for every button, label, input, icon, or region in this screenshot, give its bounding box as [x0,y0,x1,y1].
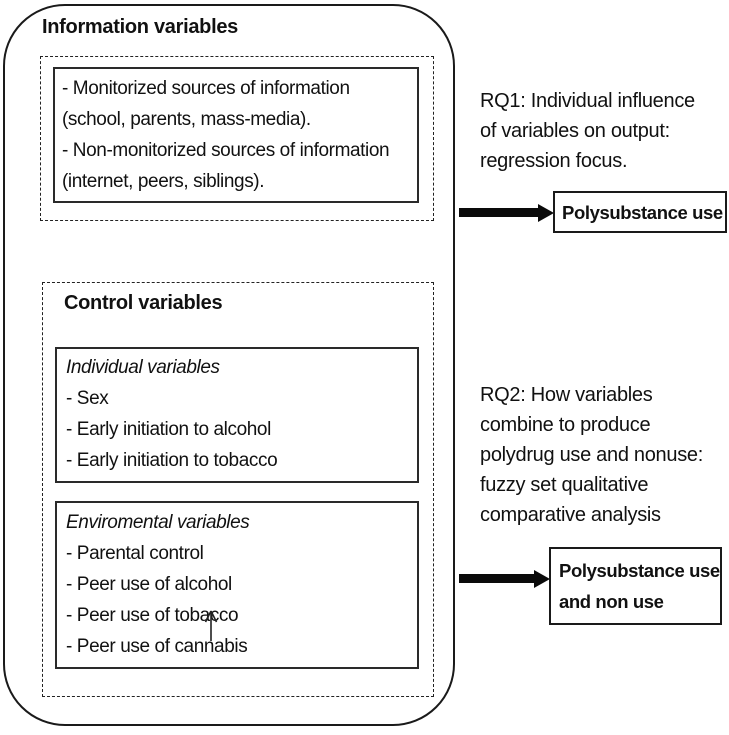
individual-item: - Sex [66,388,109,409]
control-variables-dashed-box [42,282,434,697]
rq2-line: comparative analysis [480,504,661,526]
individual-item: - Early initiation to alcohol [66,419,271,440]
rq1-line: regression focus. [480,150,628,172]
stray-up-arrow-icon [204,610,218,641]
rq1-arrow-head [538,203,554,222]
rq1-line: RQ1: Individual influence [480,90,695,112]
environmental-variables-box [55,501,419,669]
rq2-line: fuzzy set qualitative [480,474,649,496]
individual-variables-text: Individual variables - Sex - Early initi… [66,352,278,476]
environmental-variables-heading: Enviromental variables [66,512,250,533]
info-line: - Non-monitorized sources of information [62,140,390,161]
environmental-item: - Peer use of tobacco [66,605,239,626]
environmental-item: - Peer use of cannabis [66,636,248,657]
rq2-arrow-head [534,569,550,588]
individual-variables-heading: Individual variables [66,357,220,378]
information-variables-dashed-box [40,56,434,221]
output-line: Polysubstance use [562,202,723,223]
individual-variables-box [55,347,419,483]
output-line: and non use [559,591,664,612]
rq2-line: polydrug use and nonuse: [480,444,703,466]
individual-item: - Early initiation to tobacco [66,450,278,471]
info-line: (school, parents, mass-media). [62,109,311,130]
info-line: (internet, peers, siblings). [62,171,265,192]
control-variables-title: Control variables [64,292,223,314]
polysubstance-use-box: Polysubstance use [553,191,727,233]
info-line: - Monitorized sources of information [62,78,350,99]
rq2-line: RQ2: How variables [480,384,653,406]
rq2-line: combine to produce [480,414,651,436]
information-sources-box [53,67,419,203]
rq1-annotation: RQ1: Individual influence of variables o… [480,86,695,176]
rq2-arrow-stem [459,574,535,583]
polysubstance-use-nonuse-box: Polysubstance use and non use [549,547,722,625]
rq1-arrow-stem [459,208,539,217]
environmental-item: - Peer use of alcohol [66,574,232,595]
output-line: Polysubstance use [559,560,720,581]
rq1-line: of variables on output: [480,120,670,142]
information-variables-title: Information variables [42,16,238,38]
information-sources-text: - Monitorized sources of information (sc… [62,73,390,197]
rq2-annotation: RQ2: How variables combine to produce po… [480,380,703,530]
environmental-variables-text: Enviromental variables - Parental contro… [66,507,250,662]
environmental-item: - Parental control [66,543,204,564]
